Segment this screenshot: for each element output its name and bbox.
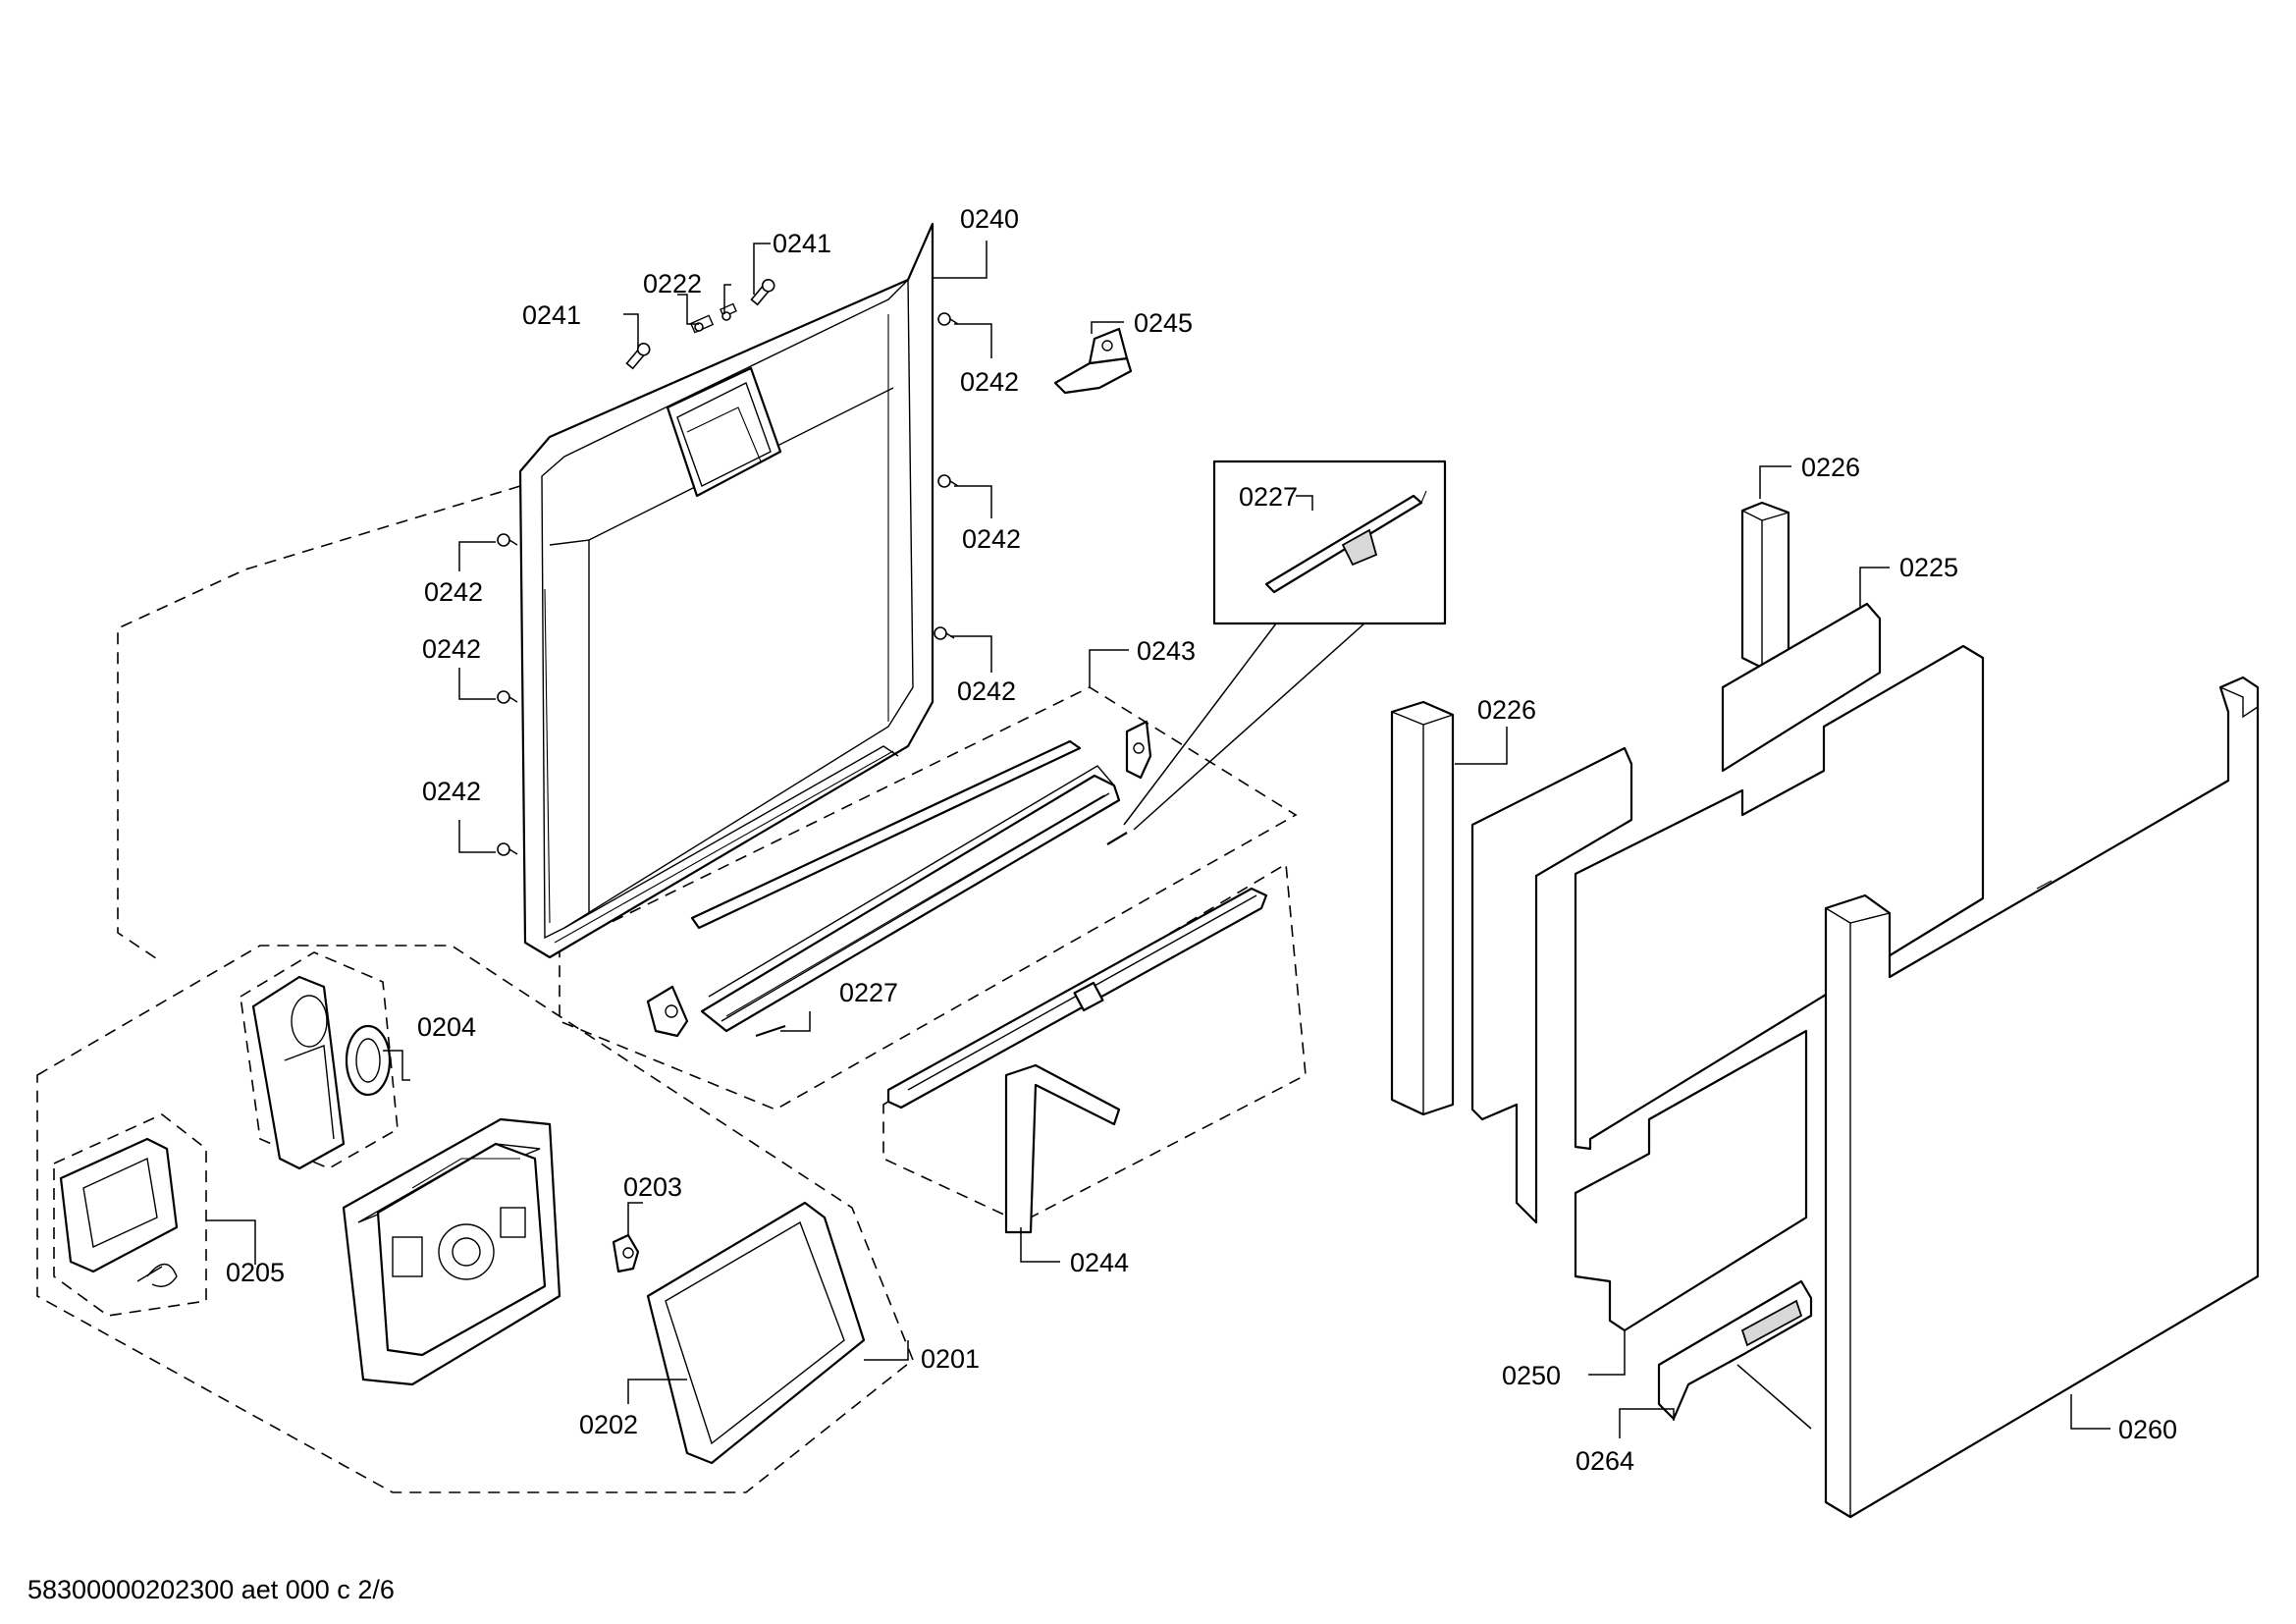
callout-0241-top: 0241 [773, 229, 831, 258]
callout-0201: 0201 [921, 1344, 980, 1374]
group-outlines [36, 485, 1307, 1493]
detail-inset-0227 [1123, 460, 1447, 831]
screw-l1 [497, 533, 518, 547]
callout-0250: 0250 [1502, 1361, 1561, 1390]
callout-0240: 0240 [960, 204, 1019, 234]
callout-0203: 0203 [623, 1172, 682, 1202]
callout-0242-l3: 0242 [422, 777, 481, 806]
control-module-0201 [342, 1117, 561, 1386]
callout-0204: 0204 [417, 1012, 476, 1042]
side-trim-0226-top [1740, 501, 1790, 670]
leader-lines [206, 241, 2110, 1438]
callout-0243: 0243 [1137, 636, 1196, 666]
screw-r3 [934, 626, 955, 640]
callout-0226-left: 0226 [1477, 695, 1536, 725]
callout-0245: 0245 [1134, 308, 1193, 338]
bottom-strip-0264 [1657, 1279, 1813, 1430]
callout-0244: 0244 [1070, 1248, 1129, 1277]
small-part-0203 [612, 1233, 640, 1273]
screw-r2 [937, 474, 959, 488]
callout-0242-r3: 0242 [957, 677, 1016, 706]
hinge-clip-0245 [1053, 327, 1133, 395]
callout-0225: 0225 [1899, 553, 1958, 582]
inner-door-frame [518, 222, 934, 959]
side-trim-0226-left [1390, 700, 1455, 1116]
bracket-group-0244 [886, 887, 1268, 1234]
screw-l3 [497, 842, 518, 856]
callout-0202: 0202 [579, 1410, 638, 1439]
rail-group-0243 [646, 720, 1152, 1038]
callout-0242-r2: 0242 [962, 524, 1021, 554]
callout-0260: 0260 [2118, 1415, 2177, 1444]
callout-0242-l1: 0242 [424, 577, 483, 607]
callout-0222: 0222 [643, 269, 702, 298]
outer-door-panel-0260 [1824, 676, 2260, 1519]
callout-0205: 0205 [226, 1258, 285, 1287]
screw-r1 [937, 312, 959, 326]
display-housing-0204 [251, 975, 392, 1170]
callout-0227-box: 0227 [1239, 482, 1298, 512]
keypad-0205 [59, 1137, 179, 1287]
callout-0242-l2: 0242 [422, 634, 481, 664]
callout-0226-top: 0226 [1801, 453, 1860, 482]
callout-0241-left: 0241 [522, 300, 581, 330]
frame-screws [497, 279, 959, 856]
document-id: 58300000202300 aet 000 c 2/6 [27, 1575, 395, 1604]
callout-0242-r1: 0242 [960, 367, 1019, 397]
callout-0264: 0264 [1575, 1446, 1634, 1476]
inner-panel-0250 [1574, 644, 1985, 1332]
insulation-panel-0225 [1470, 602, 1882, 1224]
screw-l2 [497, 690, 518, 704]
callout-labels: 0240 0241 0241 0222 0245 0242 0242 0242 … [226, 204, 2177, 1476]
window-frame-0202 [646, 1201, 866, 1465]
callout-0227-low: 0227 [839, 978, 898, 1007]
